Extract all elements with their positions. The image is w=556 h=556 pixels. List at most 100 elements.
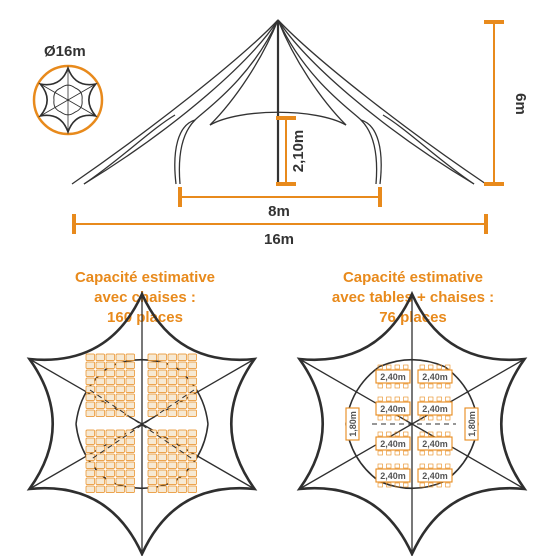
caption-chairs-line-1: Capacité estimative [75,269,215,286]
chair [147,461,157,469]
table-size-label: 2,40m [422,471,448,481]
chair [386,450,392,456]
chair [187,353,197,361]
chair [115,353,125,361]
tent-leg-left [178,19,279,185]
chair [157,361,167,369]
chair [167,485,177,493]
chair [187,437,197,445]
chair [115,385,125,393]
chair [85,437,95,445]
table: 2,40m [375,364,411,389]
chair [115,445,125,453]
chair [419,415,425,421]
table-size-label: 2,40m [380,471,406,481]
chair [125,377,135,385]
chair [177,469,187,477]
chair [105,401,115,409]
caption-tables-line-3: 76 places [379,309,447,326]
chair [428,383,434,389]
chair [125,361,135,369]
chair [177,461,187,469]
table: 1,80m [464,407,479,441]
chair [85,401,95,409]
chair [95,401,105,409]
chair [125,353,135,361]
chair [386,396,392,402]
chair [187,409,197,417]
chair [167,369,177,377]
chair [157,385,167,393]
chair [436,396,442,402]
chair [167,409,177,417]
chair [177,361,187,369]
chair [428,364,434,370]
table-top [417,401,453,416]
chair [125,401,135,409]
chair [147,409,157,417]
chair [115,429,125,437]
chair [187,469,197,477]
chair [445,463,451,469]
table-size-label: 2,40m [380,439,406,449]
chair [419,396,425,402]
chair [157,477,167,485]
chair [428,450,434,456]
chair [167,353,177,361]
chair [95,409,105,417]
chair [377,364,383,370]
chair [115,401,125,409]
chair [115,437,125,445]
chair [85,393,95,401]
tent-outline-left [71,19,279,185]
chair [157,453,167,461]
chair [85,461,95,469]
table: 2,40m [417,396,453,421]
chair [167,377,177,385]
arch-right-inner [360,119,382,185]
chair [187,361,197,369]
chair [428,415,434,421]
chair [147,377,157,385]
plan-tables-spoke [411,423,525,490]
chair [428,482,434,488]
chair [386,482,392,488]
chair [177,453,187,461]
chair [167,361,177,369]
chair [105,461,115,469]
chair [85,377,95,385]
side-arch-left [83,114,176,185]
chair [95,361,105,369]
chair [187,453,197,461]
chair [386,383,392,389]
chair [419,383,425,389]
chair [125,369,135,377]
chair [187,445,197,453]
chair [115,477,125,485]
chair [125,445,135,453]
table: 2,40m [417,364,453,389]
tent-leg-right-b [277,19,347,126]
chair [157,429,167,437]
chair [436,482,442,488]
chair [157,461,167,469]
chair [105,453,115,461]
table-top [417,436,453,451]
chair [147,445,157,453]
chair [147,429,157,437]
chair [115,409,125,417]
chair [147,453,157,461]
table: 2,40m [375,463,411,488]
chair [157,485,167,493]
chair [95,469,105,477]
chair [177,429,187,437]
chair [167,469,177,477]
chair [157,401,167,409]
chair [187,429,197,437]
chair [177,377,187,385]
mini-star-spoke [40,83,69,101]
table-size-label: 1,80m [348,411,358,437]
chair [95,369,105,377]
chair [419,364,425,370]
